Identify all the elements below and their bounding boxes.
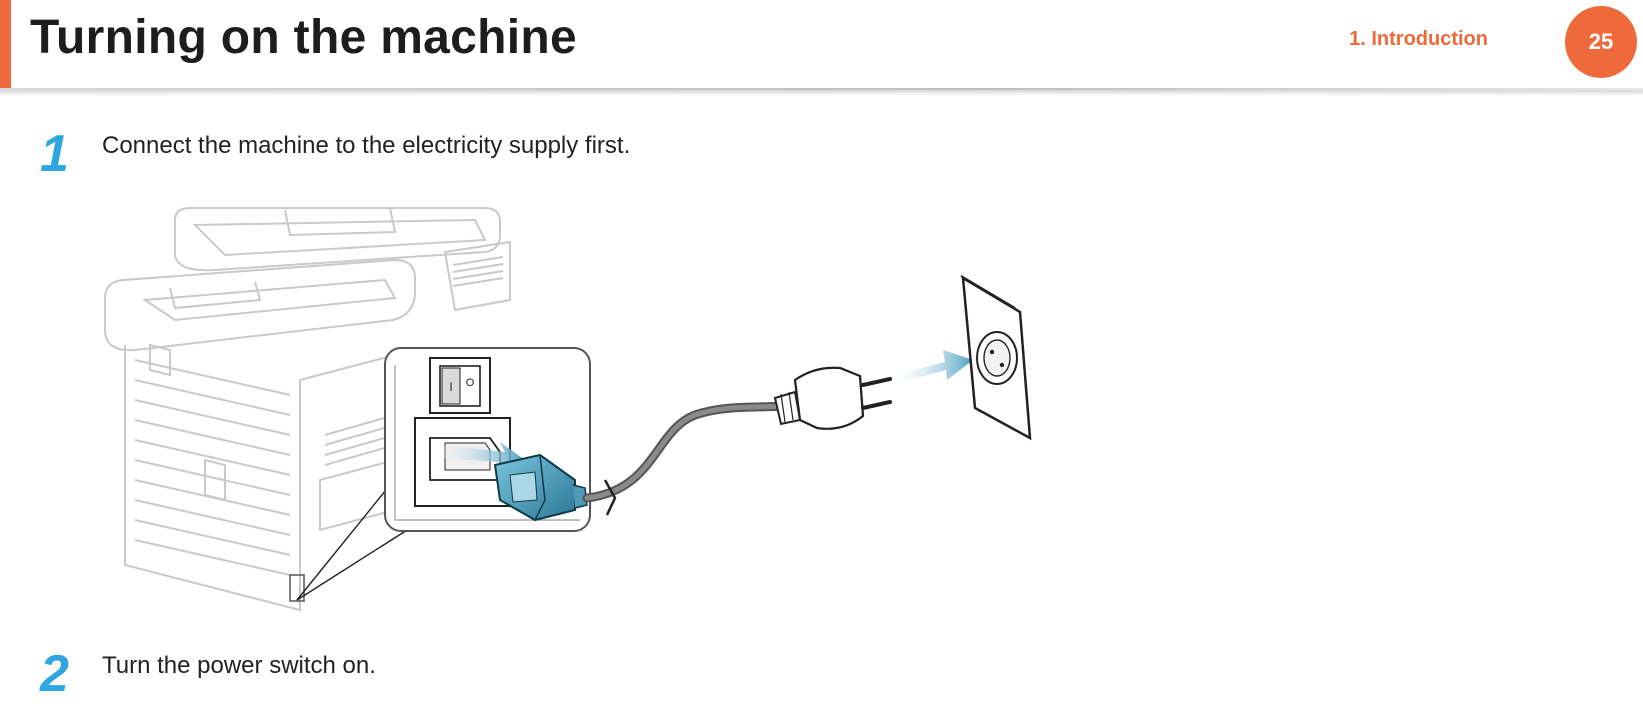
step-2: 2 Turn the power switch on.	[40, 648, 376, 700]
switch-on-label: I	[449, 380, 452, 394]
power-inlet	[414, 417, 511, 507]
outlet-arrow-icon	[895, 350, 973, 383]
step-text: Turn the power switch on.	[102, 652, 376, 679]
chapter-label[interactable]: 1. Introduction	[1349, 28, 1488, 50]
wall-plug-icon	[773, 366, 892, 430]
header-divider	[0, 88, 1643, 96]
switch-off-label: O	[466, 377, 475, 389]
page-number-badge: 25	[1565, 6, 1637, 78]
illustration-svg: I O	[104, 207, 1032, 612]
step-1: 1 Connect the machine to the electricity…	[40, 128, 630, 180]
detail-inset: I O	[384, 347, 591, 532]
step-text: Connect the machine to the electricity s…	[102, 132, 631, 159]
wall-outlet-icon	[960, 275, 1032, 441]
page-title: Turning on the machine	[30, 11, 578, 64]
power-switch: I O	[429, 357, 491, 414]
header-accent-bar	[0, 0, 11, 90]
zoom-lines	[296, 484, 416, 601]
step-number: 2	[40, 645, 69, 703]
step-number: 1	[40, 125, 69, 183]
cord-break-mark	[603, 479, 617, 516]
power-connection-illustration: I O	[95, 180, 1085, 640]
power-cord-connector	[493, 453, 588, 522]
